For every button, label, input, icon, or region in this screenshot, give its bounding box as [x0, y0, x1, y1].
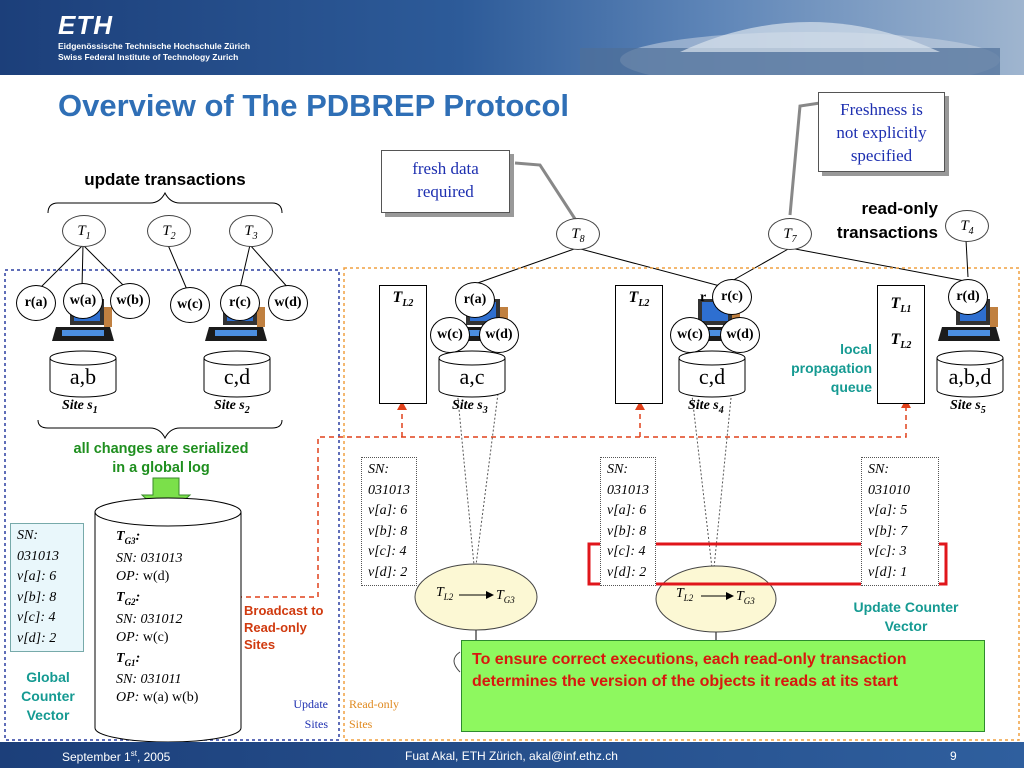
refresh-s3-global: TG3 [496, 588, 515, 605]
site5-label: Site s5 [950, 398, 986, 416]
refresh-s3-local: TL2 [436, 585, 454, 602]
log-entry-g3-op: OP: w(d) [116, 568, 170, 584]
site5-data: a,b,d [948, 364, 992, 389]
readonly-label-line1: read-only [861, 199, 938, 218]
database-site1-icon [49, 350, 117, 398]
site2-data: c,d [223, 364, 251, 389]
op-s3-ra: r(a) [455, 282, 495, 318]
log-entry-g2-op: OP: w(c) [116, 629, 169, 645]
broadcast-label: Broadcast to Read-only Sites [244, 603, 324, 652]
fresh-data-callout: fresh data required [381, 150, 510, 213]
op-s4-rc: r(c) [712, 279, 752, 315]
op-s1-wb: w(b) [110, 283, 150, 319]
freshness-callout-line1: Freshness is [840, 100, 923, 119]
readonly-transactions-label: read-only transactions [808, 197, 938, 245]
log-entry-g2-title: TG2: [116, 589, 141, 607]
database-site3-icon [438, 350, 506, 398]
op-s4-partial: r [700, 290, 707, 305]
readonly-label-line2: transactions [836, 223, 938, 242]
transaction-t3: T3 [229, 215, 273, 247]
database-site4-icon [678, 350, 746, 398]
site1-label: Site s1 [62, 398, 98, 416]
building-silhouette [580, 22, 1000, 75]
page-title: Overview of The PDBREP Protocol [58, 88, 570, 123]
op-s3-wd: w(d) [479, 317, 519, 353]
update-transactions-label: update transactions [84, 170, 246, 189]
queue-site3: TL2 [379, 285, 427, 404]
site4-data: c,d [698, 364, 726, 389]
queue-site5: TL1 TL2 [877, 285, 925, 404]
transaction-t2: T2 [147, 215, 191, 247]
site1-data: a,b [69, 364, 97, 389]
transaction-t4: T4 [945, 210, 989, 242]
fresh-callout-line2: required [417, 182, 474, 201]
footer-author: Fuat Akal, ETH Zürich, akal@inf.ethz.ch [405, 749, 618, 763]
eth-name-english: Swiss Federal Institute of Technology Zu… [58, 52, 239, 62]
transaction-t1: T1 [62, 215, 106, 247]
eth-name-german: Eidgenössische Technische Hochschule Zür… [58, 41, 251, 51]
op-s2-rc: r(c) [220, 285, 260, 321]
header-banner: ETH Eidgenössische Technische Hochschule… [0, 0, 1024, 75]
op-s1-ra: r(a) [16, 285, 56, 321]
correctness-note: To ensure correct executions, each read-… [461, 640, 985, 732]
refresh-s4-global: TG3 [736, 589, 755, 606]
op-s4-wd: w(d) [720, 317, 760, 353]
log-entry-g3-title: TG3: [116, 529, 141, 546]
freshness-callout-line2: not explicitly [836, 123, 927, 142]
op-s2-wc: w(c) [170, 287, 210, 323]
serialized-label: all changes are serialized in a global l… [73, 441, 249, 476]
transaction-t7: T7 [768, 218, 812, 250]
database-site2-icon [203, 350, 271, 398]
log-entry-g3-sn: SN: 031013 [116, 550, 183, 566]
op-s1-wa: w(a) [63, 283, 103, 319]
refresh-s4-local: TL2 [676, 586, 694, 603]
footer: September 1st, 2005 Fuat Akal, ETH Züric… [0, 742, 1024, 768]
op-s2-wd: w(d) [268, 285, 308, 321]
op-s5-rd: r(d) [948, 279, 988, 315]
transaction-t8: T8 [556, 218, 600, 250]
op-s3-wc: w(c) [430, 317, 470, 353]
global-log: TG3: SN: 031013 OP: w(d) TG2: SN: 031012… [116, 528, 198, 707]
site2-label: Site s2 [214, 398, 250, 416]
op-s4-wc: w(c) [670, 317, 710, 353]
site3-data: a,c [459, 364, 485, 389]
eth-logo: ETH [58, 10, 113, 40]
log-entry-g1-sn: SN: 031011 [116, 672, 182, 688]
update-counter-vector-label: Update Counter Vector [853, 599, 959, 634]
footer-date: September 1st, 2005 [62, 749, 171, 764]
log-entry-g1-op: OP: w(a) w(b) [116, 690, 199, 706]
freshness-callout: Freshness is not explicitly specified [818, 92, 945, 172]
freshness-callout-line3: specified [850, 146, 913, 165]
site4-label: Site s4 [688, 398, 724, 416]
global-counter-vector-label: Global Counter Vector [21, 669, 75, 723]
log-entry-g2-sn: SN: 031012 [116, 611, 183, 627]
fresh-callout-line1: fresh data [412, 159, 479, 178]
footer-page-number: 9 [950, 749, 957, 763]
update-sites-label: Update Sites [293, 697, 328, 731]
readonly-sites-label: Read-only Sites [349, 697, 399, 731]
log-entry-g1-title: TG1: [116, 650, 141, 668]
database-site5-icon [936, 350, 1004, 398]
site3-label: Site s3 [452, 398, 488, 416]
local-queue-label: local propagation queue [791, 341, 872, 395]
queue-site4: TL2 [615, 285, 663, 404]
